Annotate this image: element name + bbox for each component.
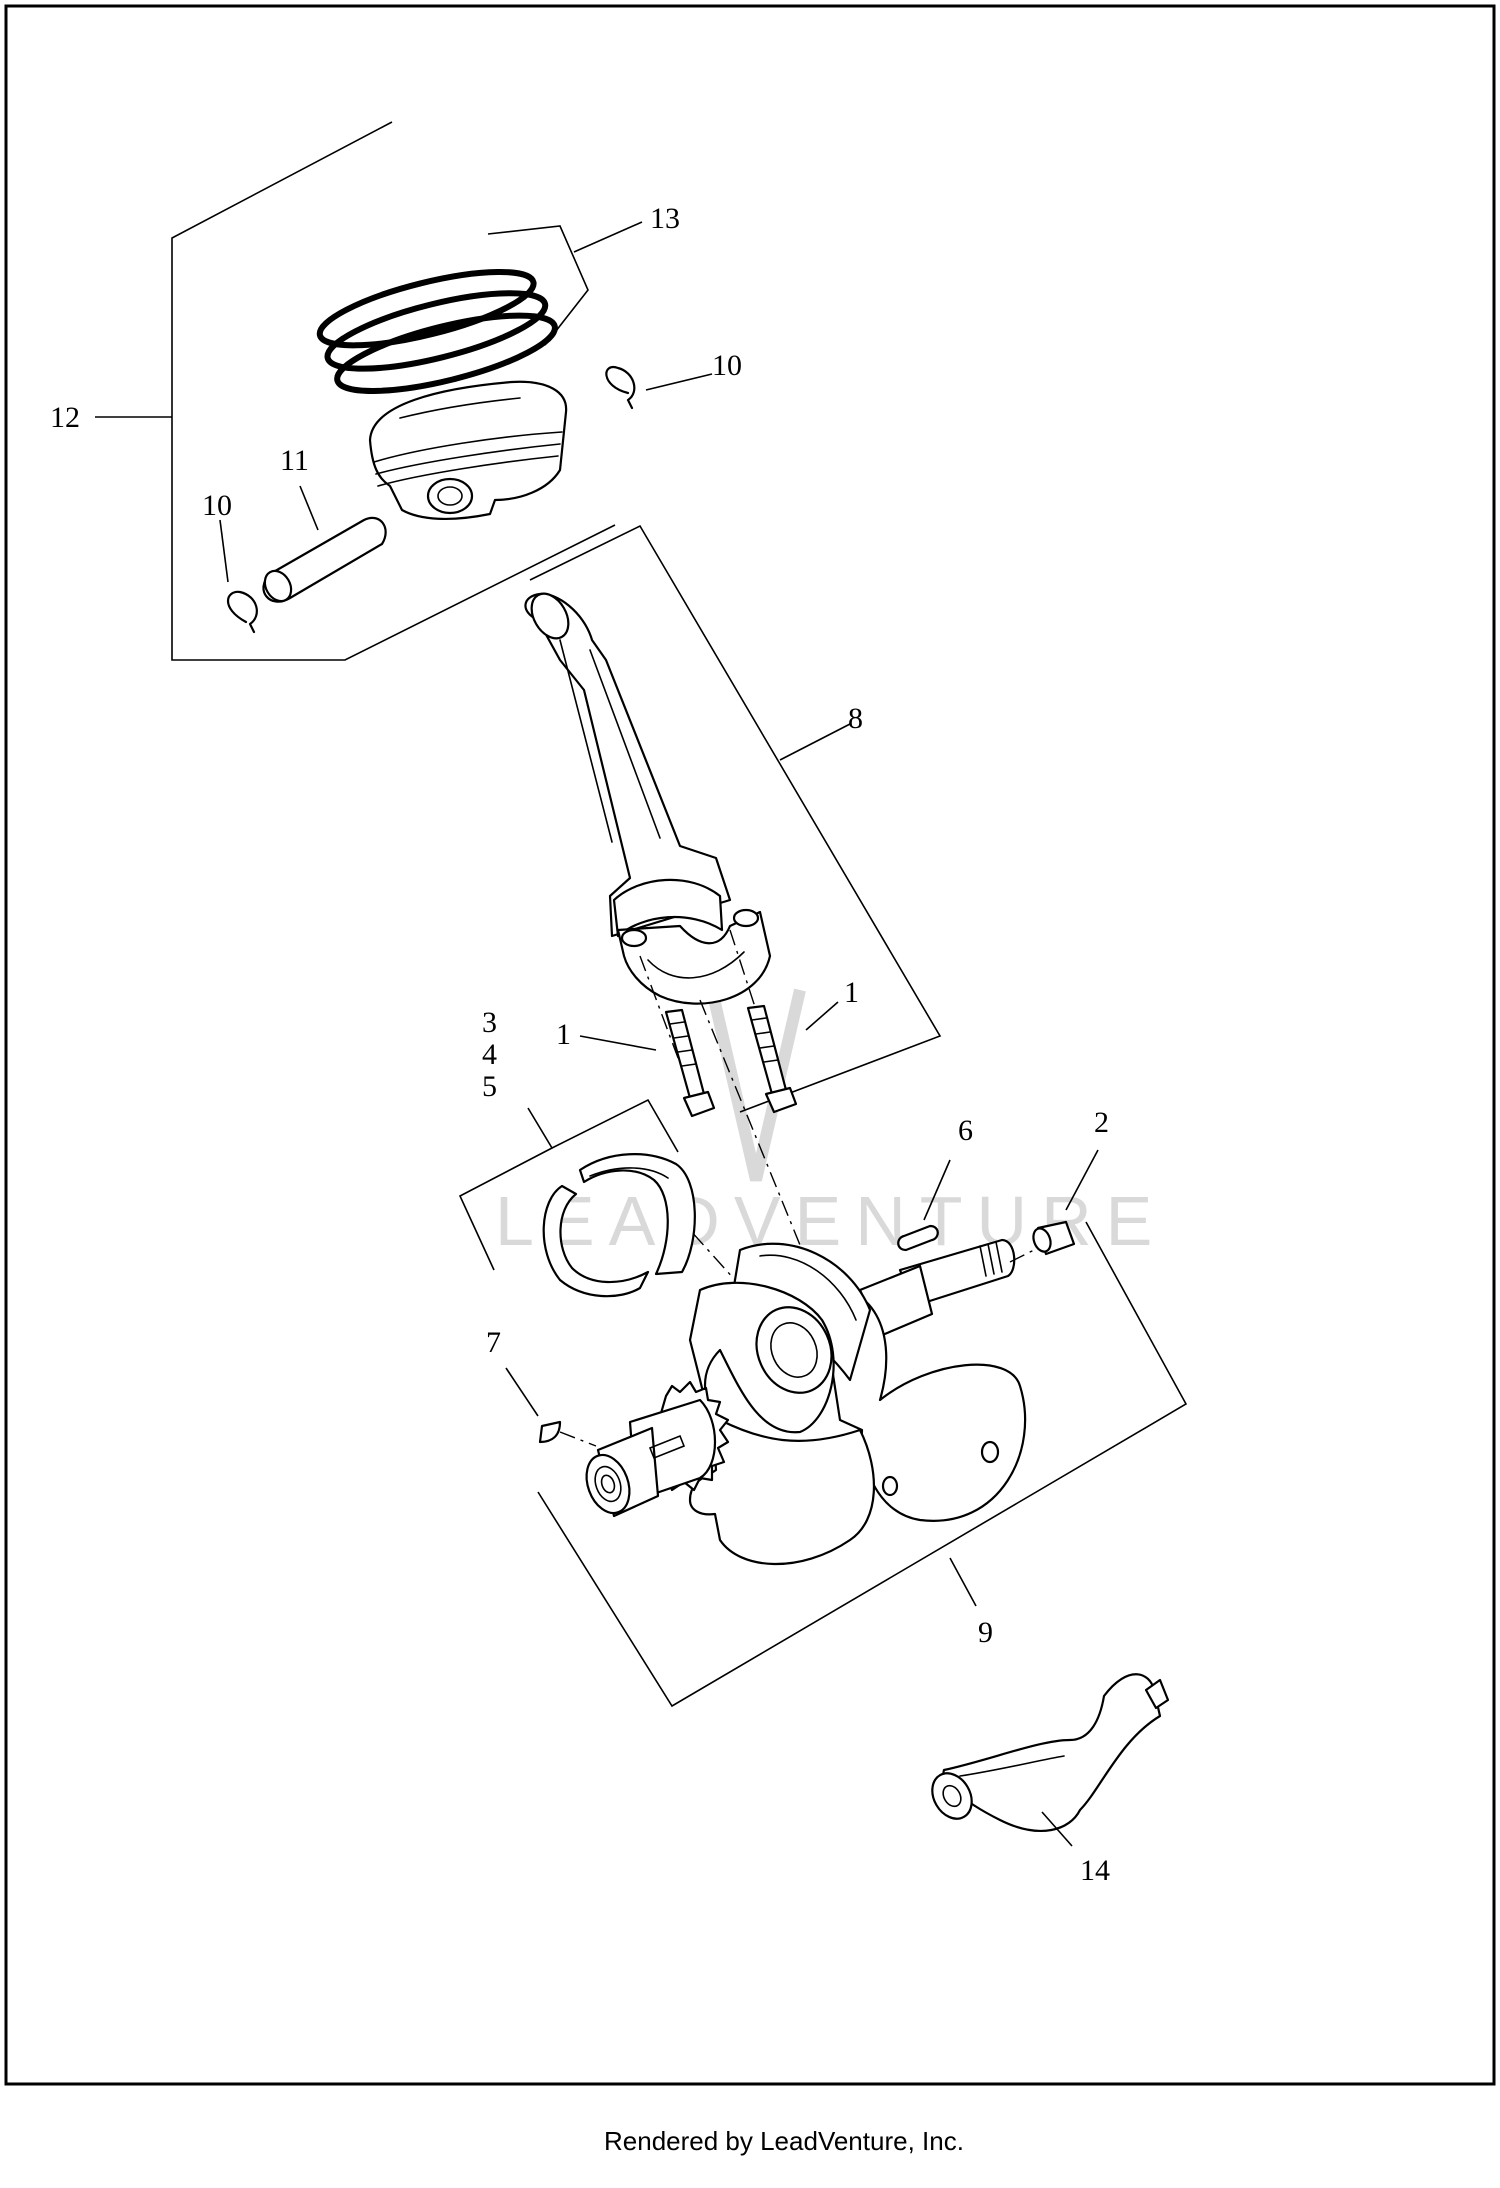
callout-13: 13 [650,202,680,235]
group-9-bracket [537,1221,1188,1708]
crankshaft [585,1238,1027,1566]
callout-11: 11 [280,444,309,477]
diagram-frame [4,4,1496,2086]
dowel-pin [1032,1220,1076,1256]
group-13-bracket [487,225,589,346]
group-8-bracket [529,524,942,1113]
callout-4: 4 [482,1038,497,1071]
half-moon-key [538,1420,562,1444]
callout-3: 3 [482,1006,497,1039]
group-345-bracket [458,1107,554,1271]
callout-12: 12 [50,401,80,434]
rod-bolt-left [664,1008,716,1118]
piston-pin [262,516,387,603]
callout-10-left: 10 [202,489,232,522]
woodruff-key [897,1224,939,1252]
group-12-bracket [171,121,616,661]
callout-1-right: 1 [844,976,859,1009]
circlip-right [605,365,636,410]
callout-8: 8 [848,702,863,735]
callout-14: 14 [1080,1854,1110,1887]
callout-6: 6 [958,1114,973,1147]
circlip-left [226,590,258,634]
callout-5: 5 [482,1070,497,1103]
footer-credit: Rendered by LeadVenture, Inc. [604,2126,964,2156]
bearing-shells [542,1153,696,1298]
piston [368,380,568,521]
callout-2: 2 [1094,1106,1109,1139]
rod-bolt-right [746,1004,798,1114]
balancer-weight [931,1673,1170,1832]
piston-rings [316,268,558,394]
callout-7: 7 [486,1326,501,1359]
callout-9: 9 [978,1616,993,1649]
callout-10-right: 10 [712,349,742,382]
callout-1-left: 1 [556,1018,571,1051]
